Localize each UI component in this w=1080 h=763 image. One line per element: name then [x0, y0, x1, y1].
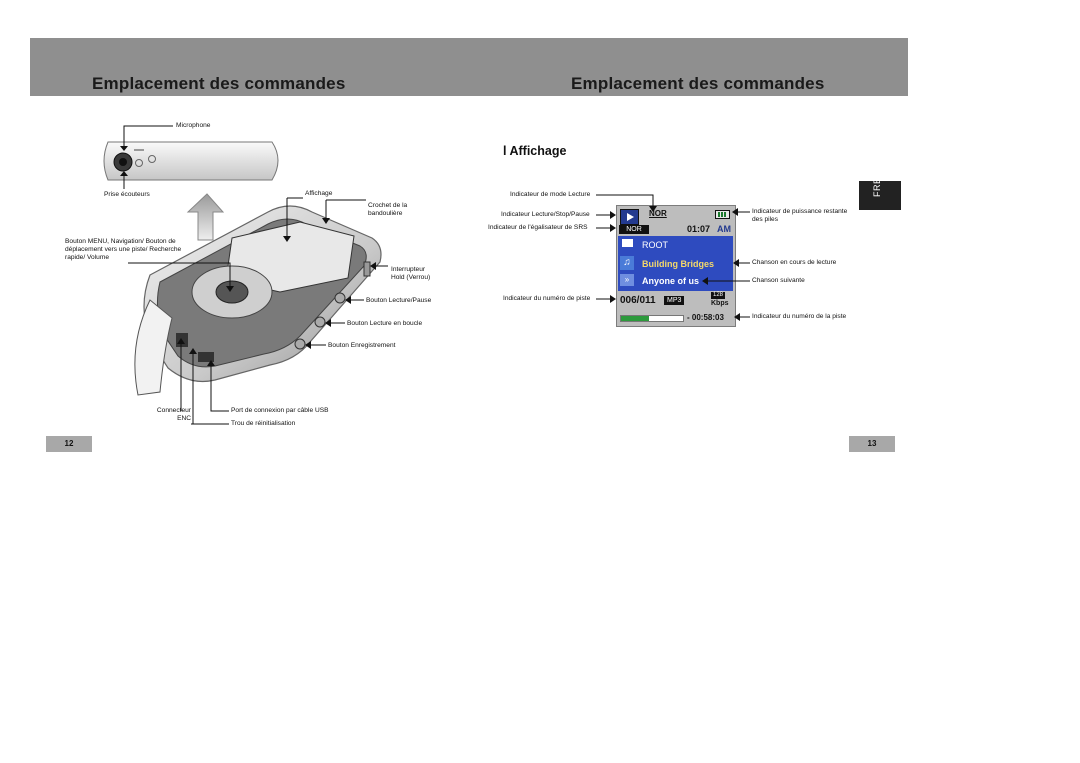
- label-hold-switch: Interrupteur Hold (Verrou): [391, 266, 431, 282]
- battery-icon: [715, 210, 730, 219]
- music-note-icon: ♫: [620, 256, 634, 270]
- bitrate-unit: Kbps: [711, 300, 729, 307]
- lcd-display: NOR NOR 01:07 AM ROOT ♫ Building Bridges…: [616, 205, 736, 327]
- folder-icon: [622, 239, 633, 247]
- label-display: Affichage: [305, 190, 333, 197]
- label-battery: Indicateur de puissance restante des pil…: [752, 208, 848, 224]
- section-title: l Affichage: [503, 144, 567, 158]
- page-number-left: 12: [46, 436, 92, 452]
- label-play-pause-button: Bouton Lecture/Pause: [366, 297, 432, 304]
- label-usb-port: Port de connexion par câble USB: [231, 407, 329, 414]
- device-top-view: [103, 141, 279, 181]
- label-connector: Connecteur ENC: [156, 407, 191, 423]
- label-record-button: Bouton Enregistrement: [328, 342, 396, 349]
- format-badge: MP3: [664, 296, 685, 305]
- label-strap-hook: Crochet de la bandoulière: [368, 202, 408, 218]
- label-menu-button: Bouton MENU, Navigation/ Bouton de dépla…: [65, 238, 182, 262]
- header-band: Emplacement des commandes Emplacement de…: [30, 38, 908, 96]
- play-mode-indicator: NOR: [649, 209, 667, 218]
- bitrate-value: 128: [711, 292, 726, 299]
- language-tab-label: FRE: [872, 177, 882, 198]
- folder-name: ROOT: [642, 240, 668, 250]
- eq-indicator: NOR: [619, 225, 649, 234]
- display-leaders: [596, 194, 750, 321]
- label-play-stop-pause: Indicateur Lecture/Stop/Pause: [501, 211, 590, 218]
- label-loop-button: Bouton Lecture en boucle: [347, 320, 423, 327]
- song-panel: ROOT ♫ Building Bridges » Anyone of us: [618, 236, 733, 291]
- label-track-number-left: Indicateur du numéro de piste: [503, 295, 591, 302]
- current-track-title: Building Bridges: [642, 259, 714, 269]
- play-icon: [627, 213, 634, 221]
- page-title-left: Emplacement des commandes: [92, 74, 346, 93]
- clock-ampm: AM: [717, 224, 731, 234]
- device-body: [134, 205, 382, 396]
- label-track-number-right: Indicateur du numéro de la piste: [752, 313, 847, 320]
- label-reset-hole: Trou de réinitialisation: [231, 420, 296, 427]
- clock-display: 01:07: [687, 224, 711, 234]
- label-next-song: Chanson suivante: [752, 277, 805, 284]
- page-number-right: 13: [849, 436, 895, 452]
- label-current-song: Chanson en cours de lecture: [752, 259, 837, 266]
- label-srs-equalizer: Indicateur de l'égalisateur de SRS: [488, 224, 588, 231]
- progress-bar: [620, 315, 684, 322]
- remaining-time: - 00:58:03: [687, 313, 724, 322]
- label-play-mode: Indicateur de mode Lecture: [510, 191, 591, 198]
- play-indicator: [620, 209, 639, 225]
- language-tab: FRE: [859, 177, 901, 210]
- label-earphone-jack: Prise écouteurs: [104, 191, 150, 198]
- page-title-right: Emplacement des commandes: [571, 74, 825, 93]
- player-illustration: [103, 125, 388, 425]
- progress-fill: [621, 316, 649, 321]
- label-microphone: Microphone: [176, 122, 211, 129]
- next-track-title: Anyone of us: [642, 276, 700, 286]
- next-track-icon: »: [620, 274, 634, 286]
- track-counter: 006/011: [620, 295, 656, 306]
